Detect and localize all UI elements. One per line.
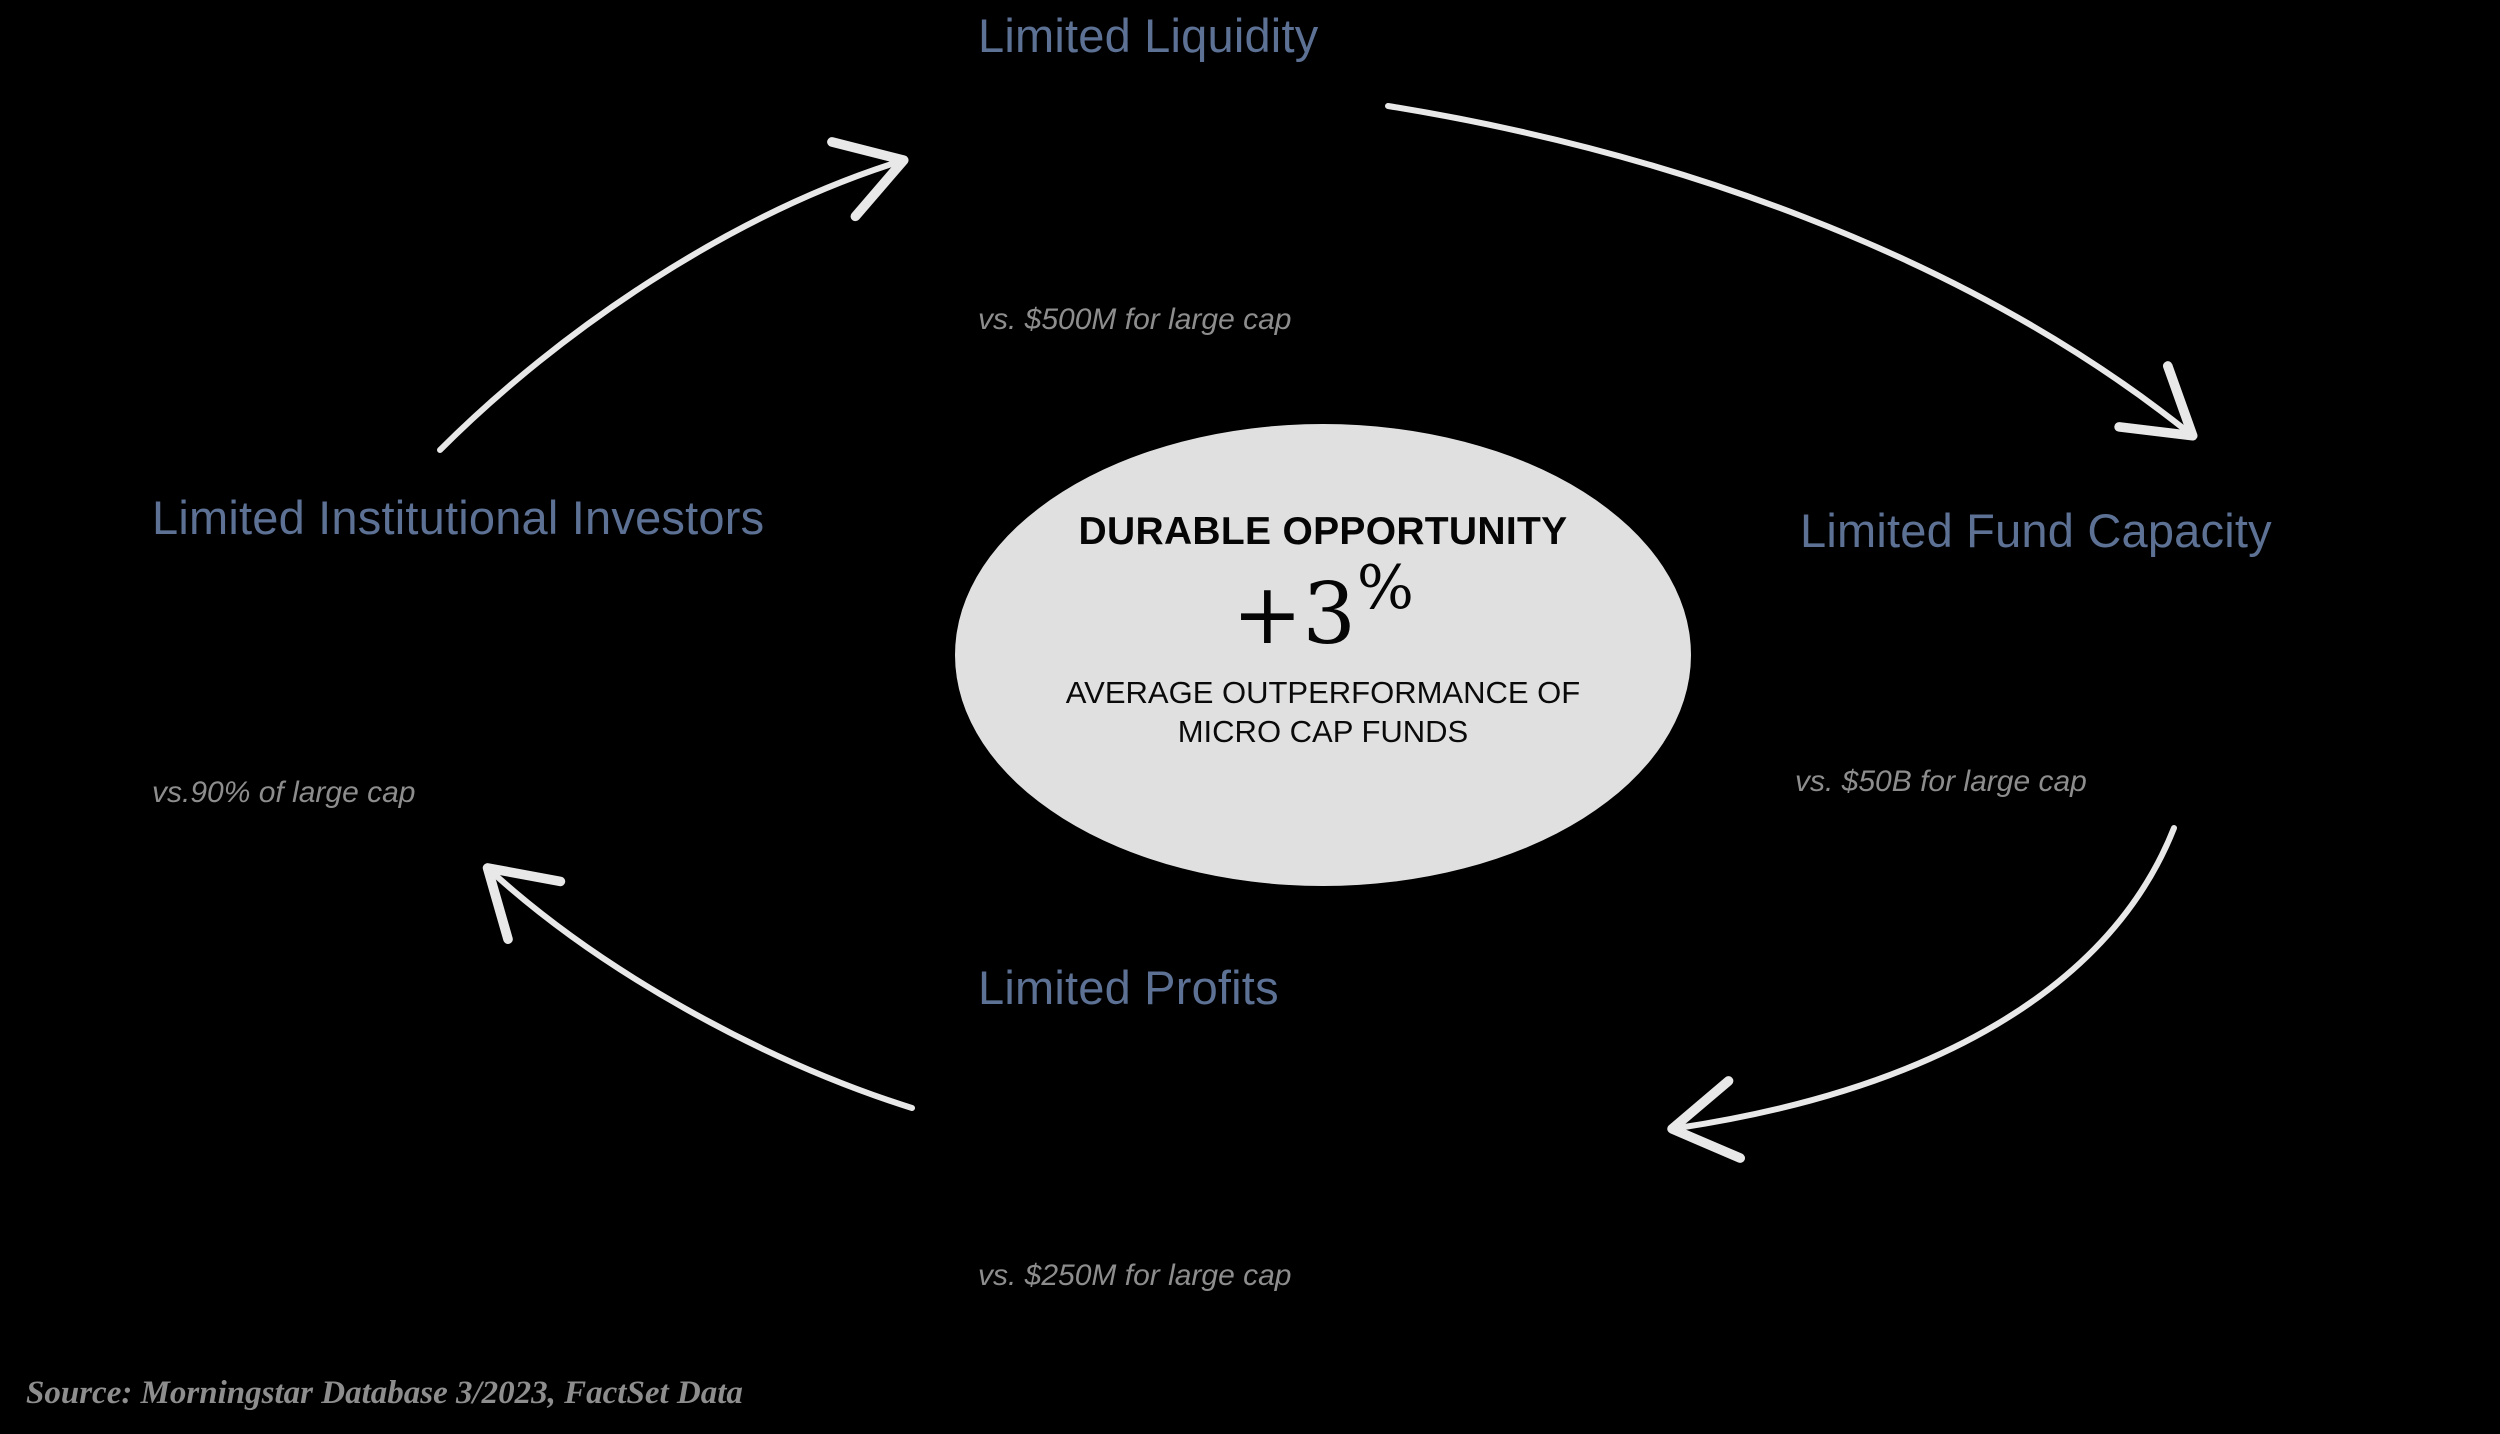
node-sub-limited-fund-capacity: vs. $50B for large cap xyxy=(1795,765,2087,798)
arrow-fund-capacity-to-profits xyxy=(1667,825,2177,1163)
center-stat-unit: % xyxy=(1356,553,1414,623)
arrow-liquidity-to-fund-capacity xyxy=(1385,103,2198,441)
node-title-limited-institutional-investors: Limited Institutional Investors xyxy=(152,491,765,544)
node-sub-limited-liquidity: vs. $500M for large cap xyxy=(978,303,1292,336)
center-stat: +3% xyxy=(1232,558,1414,663)
source-note: Source: Morningstar Database 3/2023, Fac… xyxy=(26,1375,743,1411)
center-ellipse: DURABLE OPPORTUNITY +3% AVERAGE OUTPERFO… xyxy=(955,424,1691,886)
node-title-limited-profits: Limited Profits xyxy=(978,961,1279,1014)
node-title-limited-fund-capacity: Limited Fund Capacity xyxy=(1800,504,2272,557)
node-sub-limited-profits: vs. $250M for large cap xyxy=(978,1259,1292,1292)
arrow-profits-to-institutional xyxy=(482,863,915,1111)
node-sub-limited-institutional-investors: vs.90% of large cap xyxy=(152,776,416,809)
arrow-institutional-to-liquidity xyxy=(437,137,909,453)
node-title-limited-liquidity: Limited Liquidity xyxy=(978,9,1319,62)
center-heading: DURABLE OPPORTUNITY xyxy=(1078,510,1568,553)
center-stat-value: +3 xyxy=(1232,565,1356,663)
center-caption: AVERAGE OUTPERFORMANCE OF MICRO CAP FUND… xyxy=(1065,675,1581,749)
